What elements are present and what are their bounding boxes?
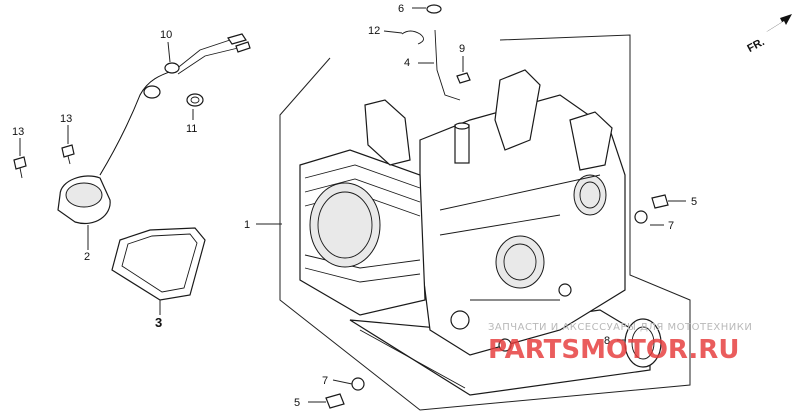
oil-seal <box>624 318 662 368</box>
breather-boss <box>454 124 470 164</box>
watermark-subtitle: ЗАПЧАСТИ И АКСЕССУАРЫ ДЛЯ МОТОТЕХНИКИ <box>488 322 752 333</box>
callout-8: 8 <box>604 335 610 347</box>
callout-13-right: 13 <box>60 113 72 125</box>
callout-12: 12 <box>368 25 380 37</box>
small-parts <box>13 4 669 409</box>
callout-2: 2 <box>84 251 90 263</box>
crank-bearing-bore <box>495 235 545 289</box>
cam-bore <box>573 174 607 216</box>
front-arrow-icon <box>766 14 792 32</box>
callout-5-bottom: 5 <box>294 397 300 409</box>
leader-lines <box>19 7 686 403</box>
callout-3: 3 <box>155 315 162 330</box>
cable-assembly <box>57 33 251 224</box>
callout-1: 1 <box>244 219 250 231</box>
callout-13-left: 13 <box>12 126 24 138</box>
watermark-brand: PARTSMOTOR.RU <box>488 335 739 365</box>
front-arrow: FR. <box>745 14 792 55</box>
watermark: ЗАПЧАСТИ И АКСЕССУАРЫ ДЛЯ МОТОТЕХНИКИ PA… <box>488 322 752 365</box>
cylinder-block <box>299 69 651 396</box>
callout-9: 9 <box>459 43 465 55</box>
cylinder-bore <box>309 182 381 268</box>
callout-7-bottom: 7 <box>322 375 328 387</box>
callout-4: 4 <box>404 57 410 69</box>
gasket <box>111 227 206 301</box>
callout-7-right: 7 <box>668 220 674 232</box>
block-group-frame <box>279 34 691 411</box>
callout-5-right: 5 <box>691 196 697 208</box>
callout-10: 10 <box>160 29 172 41</box>
callout-6: 6 <box>398 3 404 15</box>
front-label: FR. <box>745 36 766 55</box>
callout-11: 11 <box>186 123 197 135</box>
